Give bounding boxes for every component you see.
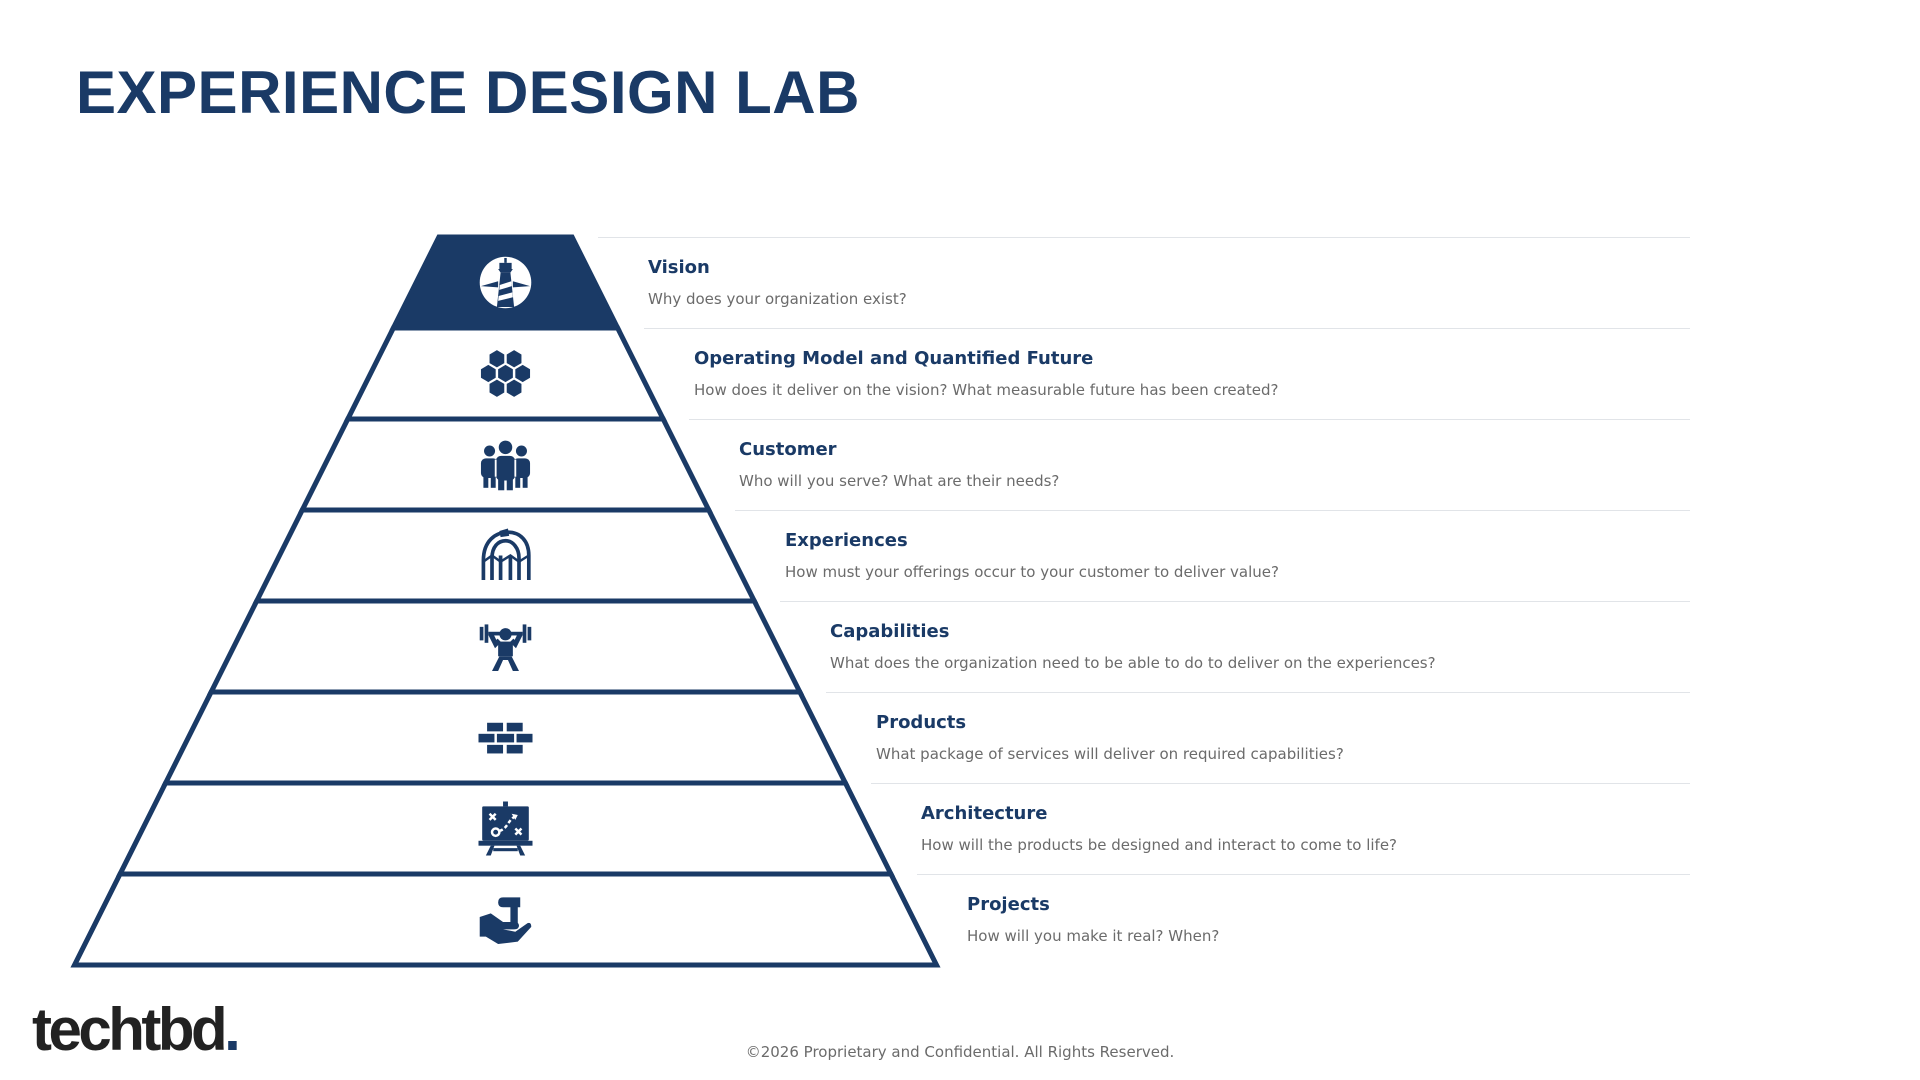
level-divider [598, 237, 1690, 238]
level-divider [917, 874, 1690, 875]
level-description: How will the products be designed and in… [921, 836, 1398, 854]
level-title: Operating Model and Quantified Future [694, 348, 1094, 369]
level-title: Projects [967, 894, 1050, 915]
level-description: What does the organization need to be ab… [830, 654, 1436, 672]
level-title: Experiences [785, 530, 908, 551]
pyramid-diagram [70, 234, 941, 968]
level-title: Customer [739, 439, 837, 460]
logo-dot: . [224, 996, 241, 1063]
logo-text: techtbd [32, 996, 228, 1063]
level-title: Vision [648, 257, 710, 278]
level-description: What package of services will deliver on… [876, 745, 1344, 763]
level-divider [644, 328, 1690, 329]
level-title: Architecture [921, 803, 1048, 824]
level-title: Products [876, 712, 967, 733]
techtbd-logo: techtbd. [32, 1000, 241, 1060]
level-title: Capabilities [830, 621, 950, 642]
lighthouse-icon [479, 256, 532, 309]
pyramid-tier [252, 507, 759, 604]
level-description: How does it deliver on the vision? What … [694, 381, 1279, 399]
level-description: Who will you serve? What are their needs… [739, 472, 1060, 490]
level-divider [780, 601, 1690, 602]
level-divider [735, 510, 1690, 511]
pyramid-tier [70, 871, 941, 968]
level-description: Why does your organization exist? [648, 290, 907, 308]
level-description: How must your offerings occur to your cu… [785, 563, 1279, 581]
footer-copyright: ©2026 Proprietary and Confidential. All … [745, 1043, 1175, 1061]
level-divider [689, 419, 1690, 420]
level-divider [871, 783, 1690, 784]
level-divider [826, 692, 1690, 693]
level-description: How will you make it real? When? [967, 927, 1220, 945]
page-title: EXPERIENCE DESIGN LAB [76, 59, 860, 126]
